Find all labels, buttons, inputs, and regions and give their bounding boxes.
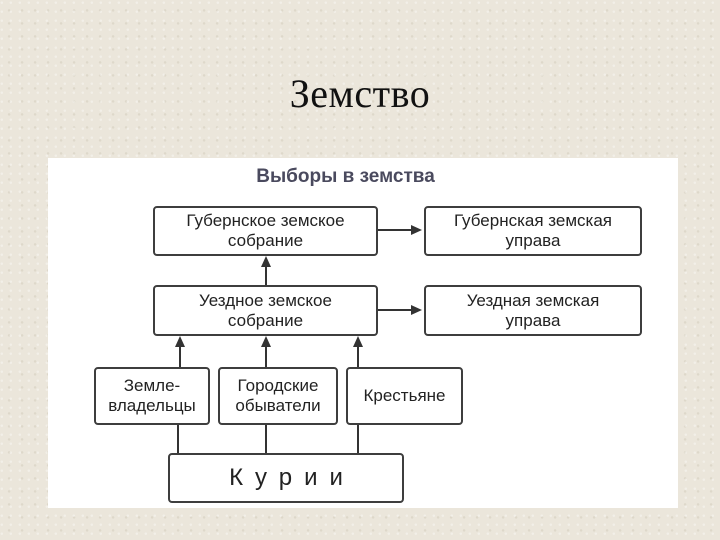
- box-line: Уездная земская: [466, 290, 600, 310]
- box-gubernskaya-uprava: Губернская земская управа: [424, 206, 642, 256]
- box-line: Губернское земское: [186, 211, 345, 230]
- box-line: владельцы: [108, 396, 196, 415]
- box-line: Курии: [229, 464, 355, 491]
- connector-lines: [175, 225, 422, 453]
- arrowhead-uezd-uprava: [411, 305, 422, 315]
- box-line: собрание: [227, 231, 304, 250]
- box-uezdnaya-uprava: Уездная земская управа: [424, 285, 642, 336]
- arrowhead-from-gorodskie: [261, 336, 271, 347]
- arrowhead-gub-sobranie: [261, 256, 271, 267]
- box-line: Губернская земская: [453, 211, 612, 230]
- box-kurii: Курии: [168, 453, 404, 503]
- arrowhead-from-zemlevladeltsy: [175, 336, 185, 347]
- slide-title: Земство: [289, 71, 431, 116]
- box-uezdnoe-sobranie: Уездное земское собрание: [153, 285, 378, 336]
- box-line: Крестьяне: [363, 386, 446, 405]
- box-zemlevladeltsy: Земле- владельцы: [94, 367, 210, 425]
- box-gubernskoe-sobranie: Губернское земское собрание: [153, 206, 378, 256]
- box-krestyane: Крестьяне: [346, 367, 463, 425]
- diagram-panel: Выборы в земства Губернское земское собр…: [48, 158, 678, 508]
- box-line: собрание: [227, 310, 304, 330]
- box-line: управа: [505, 310, 561, 330]
- arrowhead-from-krestyane: [353, 336, 363, 347]
- box-line: Уездное земское: [199, 290, 332, 310]
- box-line: управа: [505, 231, 561, 250]
- box-line: Земле-: [123, 376, 181, 395]
- diagram-title: Выборы в земства: [256, 166, 435, 187]
- box-gorodskie-obyvateli: Городские обыватели: [218, 367, 338, 425]
- box-line: обыватели: [235, 396, 321, 415]
- arrowhead-gub-uprava: [411, 225, 422, 235]
- box-line: Городские: [237, 376, 319, 395]
